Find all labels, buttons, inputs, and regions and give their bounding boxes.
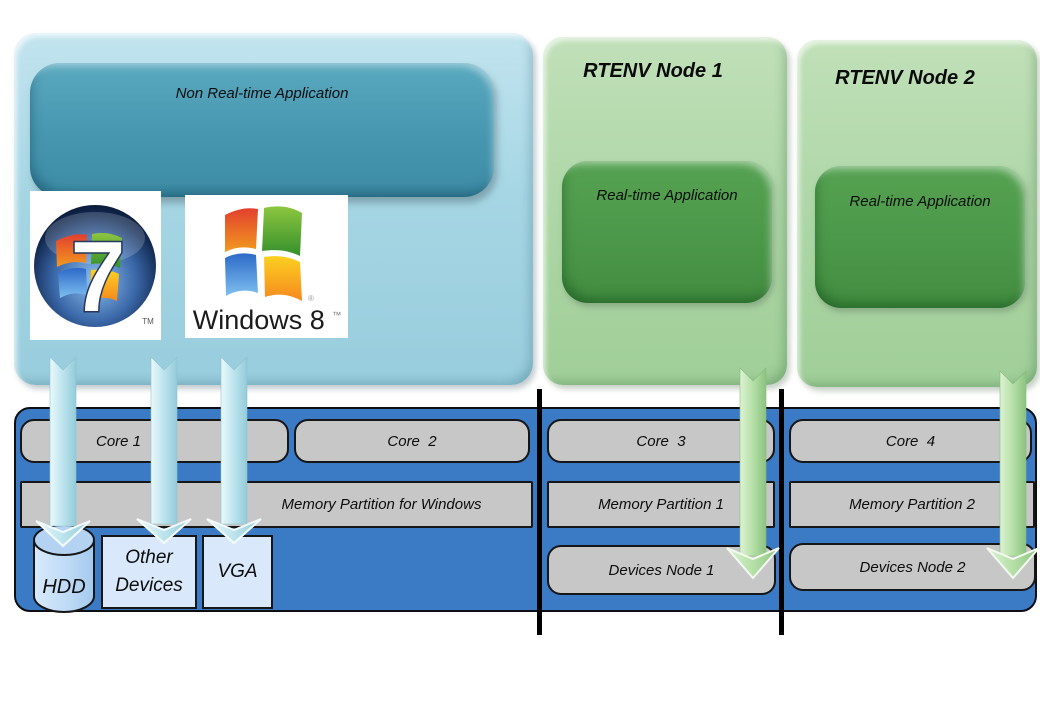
realtime-app-box-1: Real-time Application xyxy=(562,161,772,303)
memory-partition-2-label: Memory Partition 2 xyxy=(849,496,975,513)
devices-node-2-label: Devices Node 2 xyxy=(859,558,966,576)
vga-label: VGA xyxy=(217,560,258,582)
svg-text:Windows 8 ™: Windows 8 ™ xyxy=(193,305,342,335)
memory-partition-2-box: Memory Partition 2 xyxy=(789,481,1035,528)
rtenv-node-2-box: RTENV Node 2 Real-time Application xyxy=(797,40,1037,387)
windows-7-orb-icon: 7 TM xyxy=(34,205,156,335)
windows-partition-box: Non Real-time Application xyxy=(14,33,533,385)
windows-8-logo: ® Windows 8 ™ xyxy=(185,195,348,338)
core-4-label: Core 4 xyxy=(885,432,936,450)
non-realtime-app-box: Non Real-time Application xyxy=(30,63,494,197)
hardware-box: Core 1 Core 2 Core 3 Core 4 Memory Parti… xyxy=(14,407,1037,615)
windows-8-tm: ™ xyxy=(332,310,341,320)
devices-node-1-label: Devices Node 1 xyxy=(608,561,715,579)
memory-partition-windows-box: Memory Partition for Windows xyxy=(20,481,533,528)
windows-8-name: Windows 8 xyxy=(193,305,325,335)
hdd-cylinder-icon: HDD xyxy=(31,523,97,615)
core-2-label: Core 2 xyxy=(387,432,437,450)
partition-separator-line-1 xyxy=(537,389,542,635)
rtenv-node-1-title: RTENV Node 1 xyxy=(583,60,723,82)
memory-partition-windows-label: Memory Partition for Windows xyxy=(281,496,482,513)
devices-node-2-box: Devices Node 2 xyxy=(789,543,1036,591)
other-devices-line1: Other xyxy=(125,546,173,568)
core-2-box: Core 2 xyxy=(294,419,530,463)
windows-8-reg-mark: ® xyxy=(308,294,314,303)
vga-box: VGA xyxy=(202,535,273,609)
non-realtime-app-label: Non Real-time Application xyxy=(175,85,349,102)
windows-7-logo: 7 TM xyxy=(30,191,161,340)
realtime-app-label-2: Real-time Application xyxy=(849,193,991,210)
core-3-box: Core 3 xyxy=(547,419,775,463)
memory-partition-1-label: Memory Partition 1 xyxy=(598,496,724,513)
other-devices-line2: Devices xyxy=(115,575,183,596)
memory-partition-1-box: Memory Partition 1 xyxy=(547,481,775,528)
realtime-app-box-2: Real-time Application xyxy=(815,166,1025,308)
realtime-app-label-1: Real-time Application xyxy=(596,187,738,204)
devices-node-1-box: Devices Node 1 xyxy=(547,545,776,595)
windows-7-numeral: 7 xyxy=(70,220,127,334)
hdd-label: HDD xyxy=(42,576,85,598)
core-1-box: Core 1 xyxy=(20,419,289,463)
other-devices-box: Other Devices xyxy=(101,535,197,609)
core-4-box: Core 4 xyxy=(789,419,1032,463)
core-3-label: Core 3 xyxy=(636,432,686,450)
windows-7-tm: TM xyxy=(142,317,154,326)
partition-separator-line-2 xyxy=(779,389,784,635)
rtenv-node-1-box: RTENV Node 1 Real-time Application xyxy=(543,37,787,385)
windows-8-flag-icon: ® Windows 8 ™ xyxy=(193,206,342,335)
core-1-label: Core 1 xyxy=(96,432,142,450)
rtenv-node-2-title: RTENV Node 2 xyxy=(835,67,975,89)
